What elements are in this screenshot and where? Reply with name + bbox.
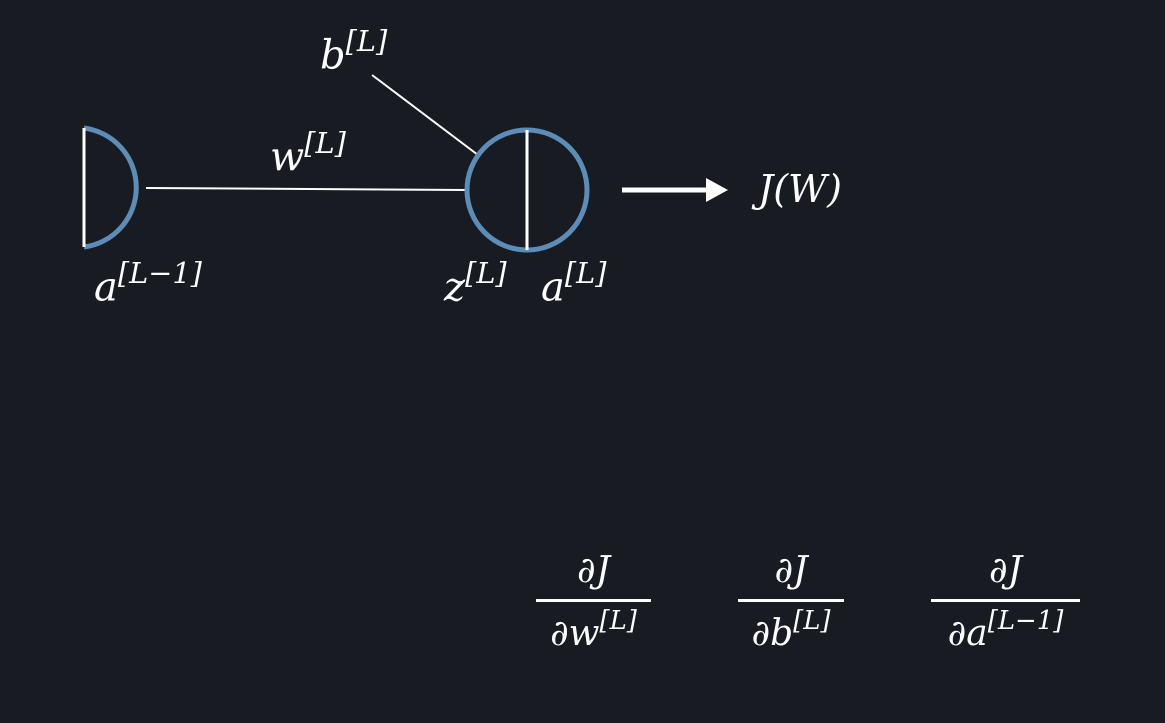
derivative-numerator: ∂J (988, 550, 1023, 591)
prev-activation-label: a[L−1] (94, 255, 202, 311)
fraction-bar (536, 599, 651, 602)
fraction-bar (738, 599, 844, 602)
cost-label: J(W) (758, 167, 842, 211)
activation-label: a[L] (541, 255, 607, 311)
prev-layer-half-node (83, 125, 139, 250)
bias-edge (371, 74, 479, 156)
derivative-dJ-db: ∂J ∂b[L] (738, 553, 844, 652)
weight-label: w[L] (270, 125, 346, 181)
cost-arrow-head (706, 178, 728, 202)
derivative-dJ-dw: ∂J ∂w[L] (536, 553, 651, 652)
weight-edge (145, 187, 467, 191)
preactivation-label: z[L] (444, 255, 507, 311)
derivative-denominator: ∂b[L] (751, 606, 831, 654)
derivative-dJ-da-prev: ∂J ∂a[L−1] (931, 553, 1080, 652)
derivative-numerator: ∂J (576, 550, 611, 591)
derivative-denominator: ∂a[L−1] (947, 606, 1064, 654)
derivative-denominator: ∂w[L] (550, 606, 637, 654)
fraction-bar (931, 599, 1080, 602)
derivative-numerator: ∂J (774, 550, 808, 591)
bias-label: b[L] (320, 23, 388, 79)
